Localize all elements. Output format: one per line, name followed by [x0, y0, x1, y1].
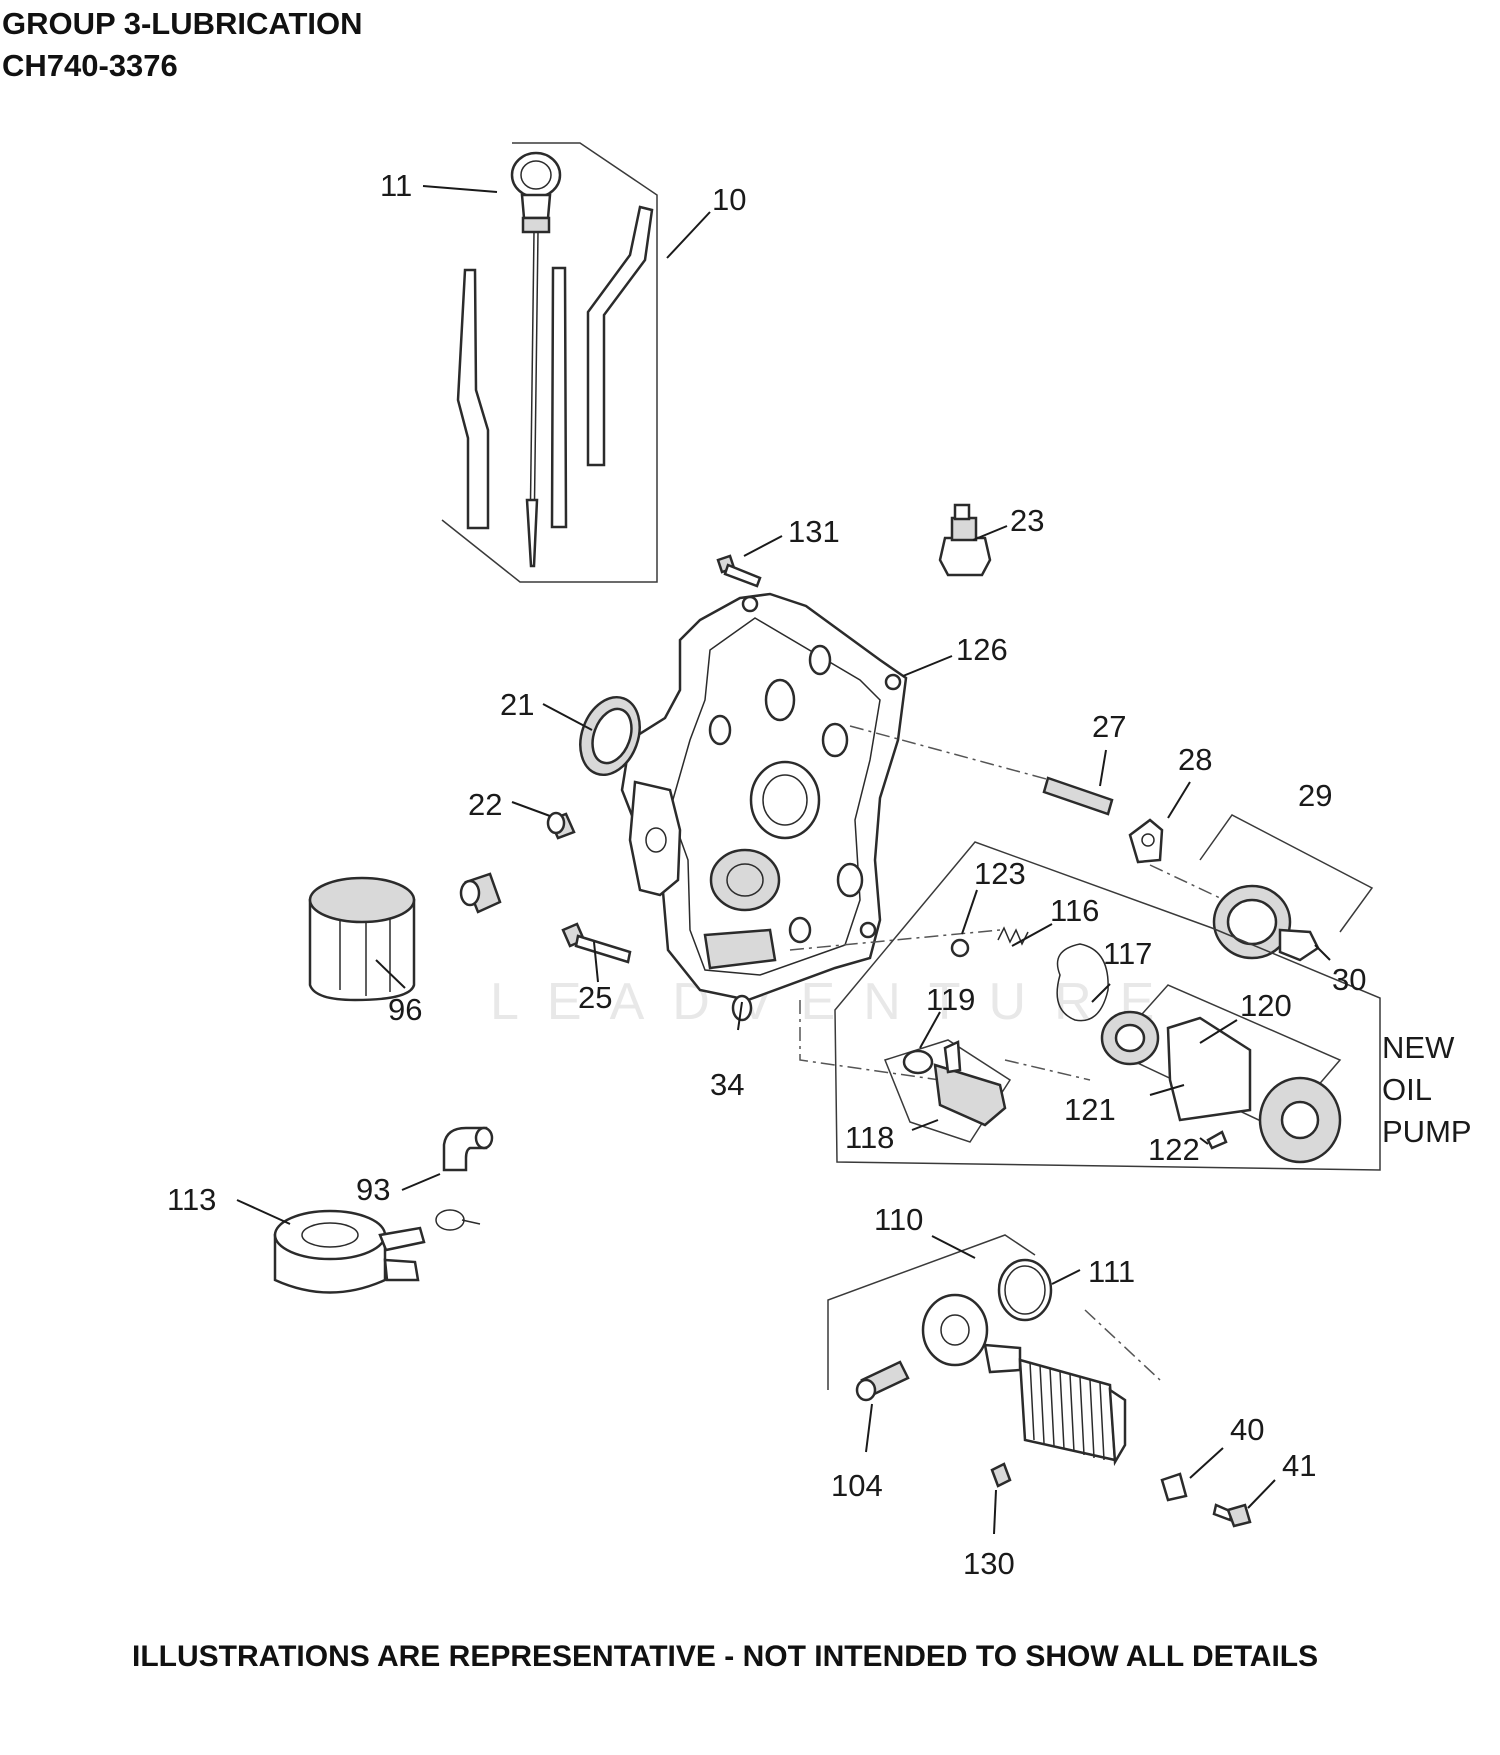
- callout-131: 131: [788, 514, 840, 549]
- callout-40: 40: [1230, 1412, 1264, 1447]
- oil-filter-96: [308, 876, 416, 1002]
- callout-22: 22: [468, 787, 502, 822]
- callout-41: 41: [1282, 1448, 1316, 1483]
- callout-120: 120: [1240, 988, 1292, 1023]
- retainer-28: [1128, 818, 1164, 864]
- callout-10: 10: [712, 182, 746, 217]
- callout-104: 104: [831, 1468, 883, 1503]
- callout-28: 28: [1178, 742, 1212, 777]
- callout-117: 117: [1103, 936, 1152, 971]
- callout-30: 30: [1332, 962, 1366, 997]
- callout-130: 130: [963, 1546, 1015, 1581]
- callout-96: 96: [388, 992, 422, 1027]
- new-oil-pump-group: [834, 841, 1381, 1171]
- assembly-dashline: [1084, 1309, 1161, 1381]
- callout-34: 34: [710, 1067, 744, 1102]
- callout-11: 11: [380, 168, 412, 203]
- oil-filter-adapter: [459, 872, 502, 914]
- new-oil-pump-line2: OIL: [1382, 1072, 1432, 1107]
- callout-116: 116: [1050, 893, 1099, 928]
- model-number: CH740-3376: [2, 48, 178, 83]
- callout-labels: 11 10 131 23 126 21 22 27 28 29 30 25 96…: [167, 168, 1472, 1581]
- dowel-pin-22: [546, 811, 576, 840]
- callout-111: 111: [1088, 1254, 1135, 1289]
- dipstick-tube-group: [441, 142, 658, 583]
- callout-21: 21: [500, 687, 534, 722]
- callout-122: 122: [1148, 1132, 1200, 1167]
- assembly-dashline: [789, 929, 1001, 951]
- new-oil-pump-line1: NEW: [1382, 1030, 1455, 1065]
- callout-123: 123: [974, 856, 1026, 891]
- leader-lines: [236, 185, 1331, 1535]
- disclaimer-footer: ILLUSTRATIONS ARE REPRESENTATIVE - NOT I…: [132, 1640, 1319, 1673]
- callout-119: 119: [926, 982, 975, 1017]
- callout-93: 93: [356, 1172, 390, 1207]
- callout-29: 29: [1298, 778, 1332, 813]
- assembly-dashline: [1149, 864, 1221, 899]
- oil-cooler-adapter-113: [273, 1209, 481, 1294]
- callout-118: 118: [845, 1120, 894, 1155]
- group-title: GROUP 3-LUBRICATION: [2, 6, 363, 41]
- closure-plate-126: [620, 592, 908, 1002]
- oil-pressure-switch-23: [938, 503, 992, 577]
- elbow-hose-93: [442, 1126, 494, 1172]
- bolt-131: [716, 554, 762, 588]
- bolt-25: [561, 922, 632, 964]
- oil-cooler-110: [827, 1234, 1252, 1528]
- watermark-logo: LEADVENTURE: [490, 973, 1183, 1031]
- assembly-dashline: [849, 725, 1051, 781]
- assembly-dashline: [1004, 1059, 1091, 1081]
- oil-seal-21: [579, 695, 641, 777]
- callout-121: 121: [1064, 1092, 1116, 1127]
- shaft-27: [1042, 776, 1114, 816]
- new-oil-pump-line3: PUMP: [1382, 1114, 1472, 1149]
- callout-27: 27: [1092, 709, 1126, 744]
- callout-126: 126: [956, 632, 1008, 667]
- governor-gear-29: [1199, 814, 1374, 962]
- callout-110: 110: [874, 1202, 923, 1237]
- callout-25: 25: [578, 980, 612, 1015]
- callout-113: 113: [167, 1182, 216, 1217]
- callout-23: 23: [1010, 503, 1044, 538]
- assembly-dashline: [799, 1000, 941, 1081]
- dipstick: [510, 151, 562, 568]
